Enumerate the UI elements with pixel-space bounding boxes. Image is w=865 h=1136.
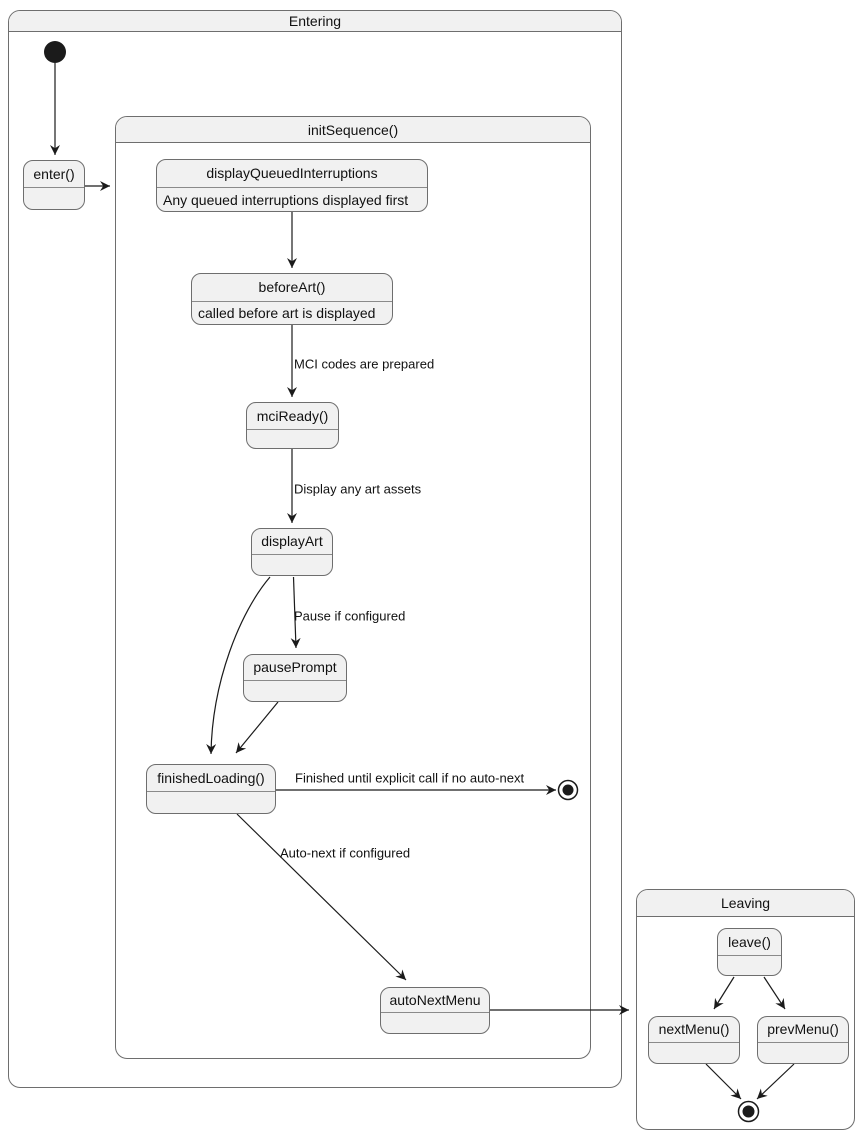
state-pause-prompt-body bbox=[244, 680, 346, 701]
state-display-queued-interruptions: displayQueuedInterruptions Any queued in… bbox=[156, 159, 428, 212]
transition-label-auto-next: Auto-next if configured bbox=[280, 845, 411, 861]
state-auto-next-menu-body bbox=[381, 1012, 489, 1033]
state-mci-ready: mciReady() bbox=[246, 402, 339, 449]
state-pause-prompt-label: pausePrompt bbox=[253, 659, 337, 675]
state-mci-ready-label: mciReady() bbox=[256, 408, 329, 424]
container-init-sequence-title: initSequence() bbox=[116, 117, 590, 143]
state-leave: leave() bbox=[717, 928, 782, 976]
state-pause-prompt: pausePrompt bbox=[243, 654, 347, 702]
state-mci-ready-body bbox=[247, 429, 338, 448]
state-prev-menu: prevMenu() bbox=[757, 1016, 849, 1064]
transition-label-finished: Finished until explicit call if no auto-… bbox=[295, 770, 525, 786]
state-next-menu: nextMenu() bbox=[648, 1016, 740, 1064]
state-display-art: displayArt bbox=[251, 528, 333, 576]
state-before-art-label: beforeArt() bbox=[258, 279, 326, 295]
state-prev-menu-body bbox=[758, 1042, 848, 1063]
state-finished-loading-label: finishedLoading() bbox=[157, 770, 265, 786]
state-enter: enter() bbox=[23, 160, 85, 210]
state-finished-loading-body bbox=[147, 791, 275, 813]
transition-label-pause: Pause if configured bbox=[294, 608, 406, 624]
state-before-art: beforeArt() called before art is display… bbox=[191, 273, 393, 325]
container-init-sequence: initSequence() bbox=[115, 116, 591, 1059]
transition-label-display-art: Display any art assets bbox=[294, 481, 422, 497]
state-auto-next-menu-label: autoNextMenu bbox=[389, 992, 481, 1008]
state-display-queued-interruptions-description: Any queued interruptions displayed first bbox=[157, 187, 427, 211]
transition-label-mci-codes: MCI codes are prepared bbox=[294, 356, 435, 372]
state-next-menu-label: nextMenu() bbox=[658, 1021, 730, 1037]
state-enter-label: enter() bbox=[33, 166, 75, 182]
state-leave-body bbox=[718, 955, 781, 975]
state-finished-loading: finishedLoading() bbox=[146, 764, 276, 814]
state-display-queued-interruptions-label: displayQueuedInterruptions bbox=[206, 165, 378, 181]
state-next-menu-body bbox=[649, 1042, 739, 1063]
state-display-art-body bbox=[252, 554, 332, 575]
container-leaving: Leaving bbox=[636, 889, 855, 1130]
state-enter-body bbox=[24, 187, 84, 209]
state-leave-label: leave() bbox=[728, 934, 771, 950]
container-entering-title: Entering bbox=[9, 11, 621, 32]
state-auto-next-menu: autoNextMenu bbox=[380, 987, 490, 1034]
container-leaving-title: Leaving bbox=[637, 890, 854, 917]
state-display-art-label: displayArt bbox=[261, 533, 323, 549]
state-before-art-description: called before art is displayed bbox=[192, 301, 392, 324]
state-prev-menu-label: prevMenu() bbox=[767, 1021, 839, 1037]
